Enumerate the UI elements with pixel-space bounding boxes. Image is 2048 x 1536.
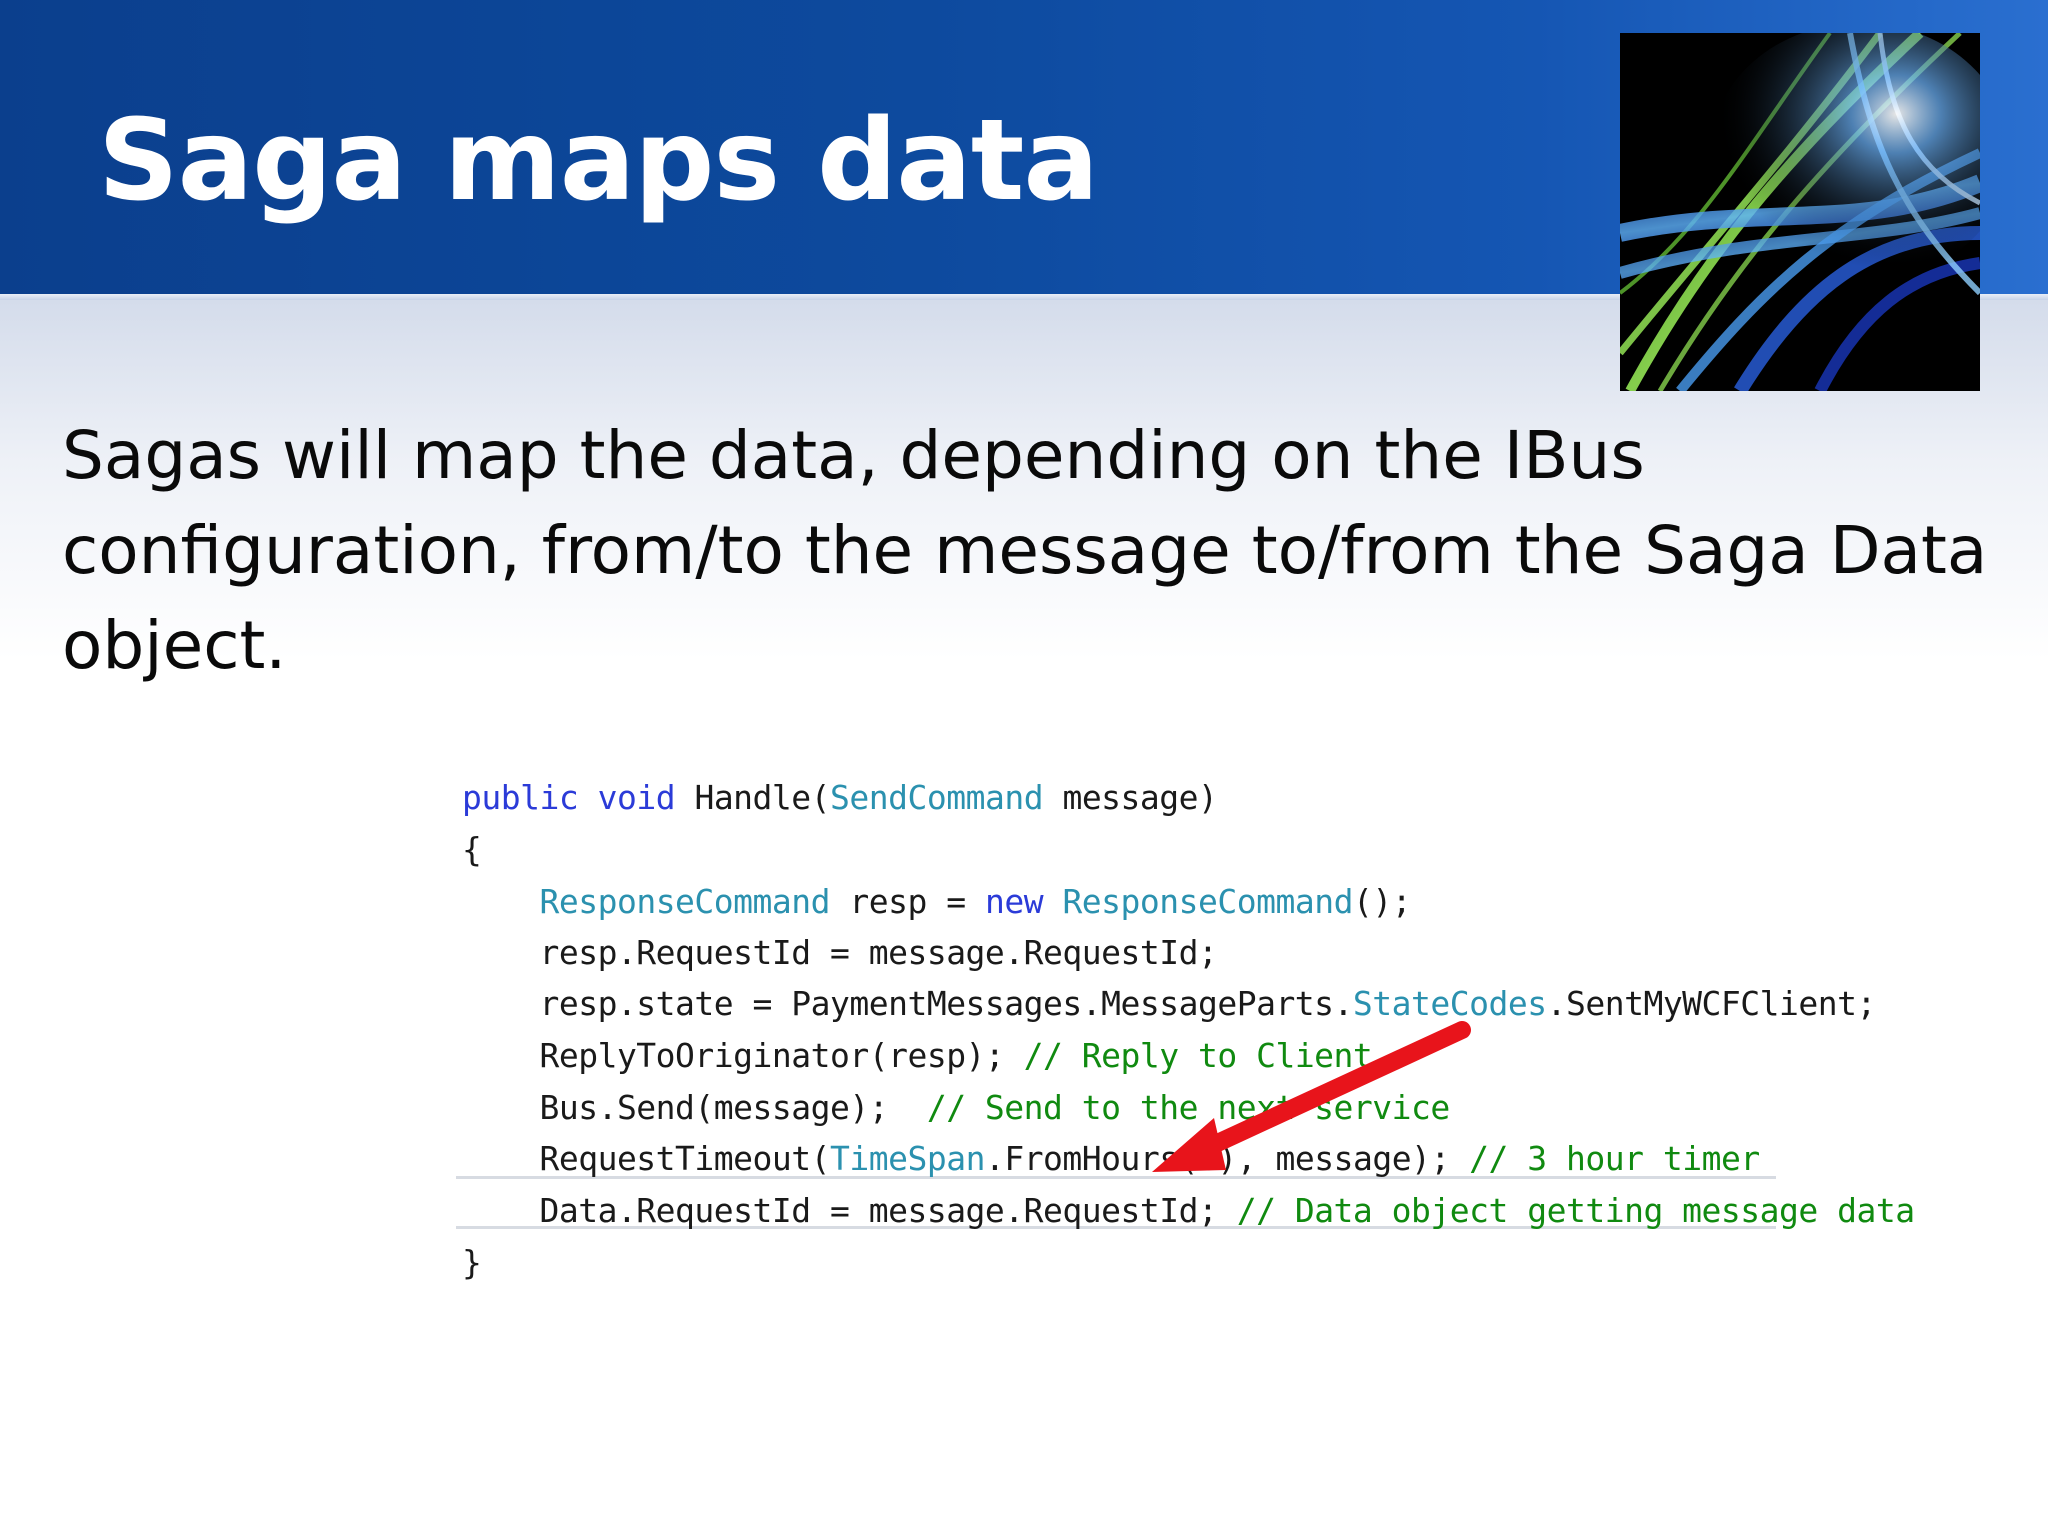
- code-token: {: [462, 830, 482, 869]
- code-token: RequestTimeout(: [462, 1139, 830, 1178]
- code-token: StateCodes: [1352, 984, 1547, 1023]
- code-line: resp.RequestId = message.RequestId;: [462, 928, 1217, 978]
- code-token: void: [597, 778, 676, 817]
- code-token: me: [1275, 1139, 1315, 1178]
- code-token: .FromHours(3),: [984, 1139, 1276, 1178]
- code-token: ();: [1352, 882, 1412, 921]
- code-line: ReplyToOriginator(resp); // Reply to Cli…: [462, 1031, 1372, 1081]
- code-token: resp.state = PaymentMessages.MessagePart…: [462, 984, 1353, 1023]
- code-line: ResponseCommand resp = new ResponseComma…: [462, 877, 1411, 927]
- code-token: message): [1043, 778, 1218, 817]
- code-snippet: public void Handle(SendCommand message) {…: [456, 760, 1915, 1300]
- code-token: ce: [1411, 1088, 1450, 1127]
- code-token: [1043, 882, 1062, 921]
- code-token: resp.RequestId = message.RequestId;: [462, 933, 1218, 972]
- code-token: [578, 778, 597, 817]
- body-paragraph: Sagas will map the data, depending on th…: [62, 417, 1988, 684]
- code-line: Data.RequestId = message.RequestId; // D…: [462, 1186, 1915, 1236]
- code-token: // Data object getting message data: [1236, 1191, 1915, 1230]
- code-line: Bus.Send(message); // Send to the next s…: [462, 1083, 1450, 1133]
- code-token: // Reply to Client: [1023, 1036, 1373, 1075]
- code-token: Handle(: [675, 778, 831, 817]
- code-token: new: [984, 882, 1044, 921]
- highlight-top-rule: [456, 1176, 1776, 1179]
- code-token: SendCommand: [830, 778, 1044, 817]
- code-token: Data.RequestId = message.RequestId;: [462, 1191, 1237, 1230]
- code-line: }: [462, 1238, 482, 1288]
- slide-title: Saga maps data: [98, 96, 1099, 226]
- code-token: ResponseCommand: [1062, 882, 1353, 921]
- code-line: resp.state = PaymentMessages.MessagePart…: [462, 979, 1876, 1029]
- abstract-light-streaks-image: [1620, 33, 1980, 391]
- code-token: }: [462, 1243, 482, 1282]
- code-token: resp =: [830, 882, 985, 921]
- code-token: ResponseCommand: [539, 882, 830, 921]
- code-token: // Send to the next servi: [926, 1088, 1412, 1127]
- code-token: .SentMyWCFClient;: [1546, 984, 1877, 1023]
- code-token: // 3 hour timer: [1469, 1139, 1760, 1178]
- code-token: [462, 882, 539, 921]
- code-token: ssage);: [1314, 1139, 1470, 1178]
- code-token: ReplyToOriginator(resp);: [462, 1036, 1024, 1075]
- code-token: public: [462, 778, 579, 817]
- highlight-bottom-rule: [456, 1226, 1776, 1229]
- title-divider: [0, 294, 2048, 300]
- code-token: TimeSpan: [830, 1139, 985, 1178]
- code-line: RequestTimeout(TimeSpan.FromHours(3), me…: [462, 1134, 1760, 1184]
- code-line: {: [462, 825, 482, 875]
- code-token: Bus.Send(message);: [462, 1088, 927, 1127]
- code-line: public void Handle(SendCommand message): [462, 773, 1218, 823]
